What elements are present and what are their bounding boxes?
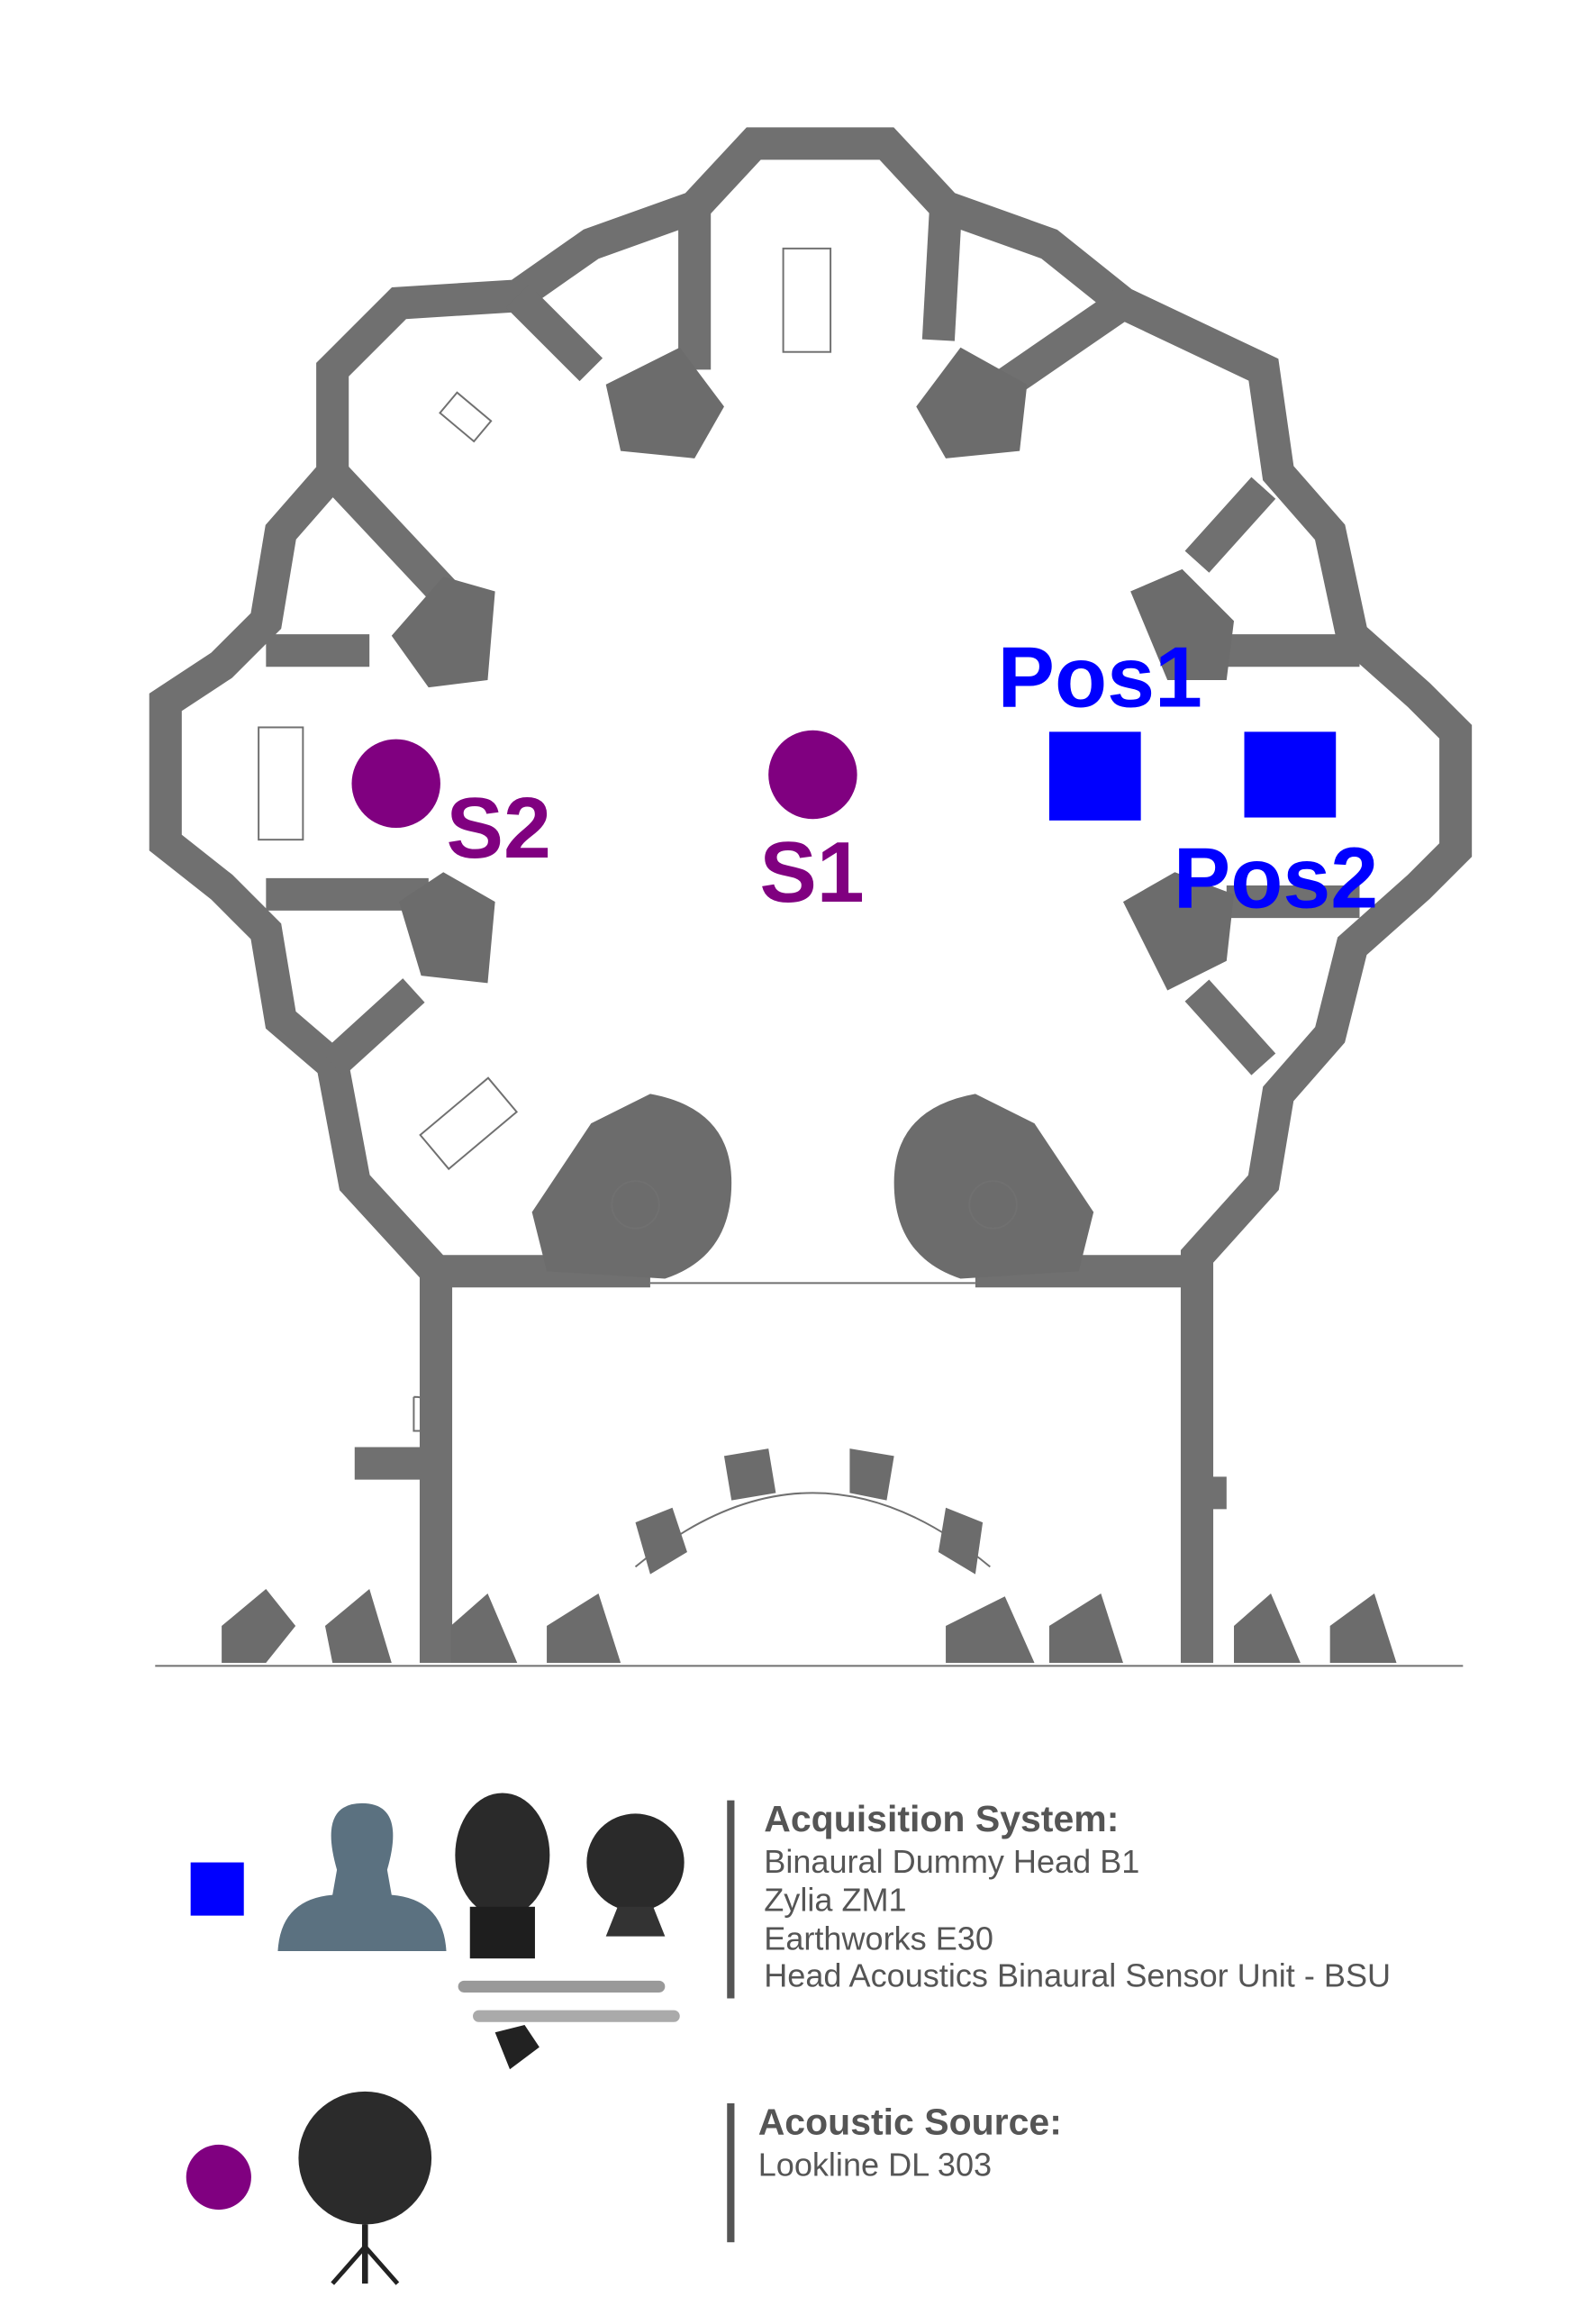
source-marker-s1	[768, 730, 857, 820]
legend-divider	[727, 2102, 735, 2243]
source-label-s1: S1	[759, 825, 864, 921]
legend-source-heading: Acoustic Source:	[758, 2101, 1062, 2142]
legend-acquisition-item: Earthworks E30	[764, 1920, 993, 1956]
bsu-head-image	[455, 1793, 550, 1959]
zylia-mic-image	[586, 1813, 685, 1937]
dummy-head-image	[277, 1802, 447, 1951]
legend-source-icon	[186, 2144, 251, 2211]
outer-wall	[149, 127, 1473, 1664]
lower-arcade	[155, 1448, 1464, 1667]
receiver-label-pos2: Pos2	[1174, 831, 1378, 927]
chamber-walls	[266, 205, 1360, 1510]
markers: S2 S1 Pos1 Pos2	[351, 630, 1378, 927]
legend-receiver-icon	[190, 1862, 244, 1916]
legend-acquisition-item: Head Acoustics Binaural Sensor Unit - BS…	[764, 1956, 1391, 1993]
legend-acquisition-item: Binaural Dummy Head B1	[764, 1843, 1139, 1880]
legend-acquisition-item: Zylia ZM1	[764, 1882, 906, 1919]
source-marker-s2	[351, 739, 440, 829]
legend-divider	[727, 1800, 735, 1999]
source-label-s2: S2	[447, 781, 551, 876]
legend: Acquisition System: Binaural Dummy Head …	[186, 1793, 1391, 2285]
receiver-marker-pos2	[1244, 731, 1337, 818]
furniture-outlines	[258, 247, 1018, 1432]
earthworks-mic-image	[458, 1980, 680, 2070]
floor-plan	[149, 127, 1473, 1667]
receiver-marker-pos1	[1048, 731, 1141, 821]
receiver-label-pos1: Pos1	[998, 630, 1202, 725]
legend-source-item: Lookline DL 303	[758, 2146, 992, 2183]
legend-acquisition-heading: Acquisition System:	[764, 1798, 1119, 1839]
piers	[391, 347, 1235, 1279]
dodecahedron-speaker-image	[298, 2091, 432, 2285]
